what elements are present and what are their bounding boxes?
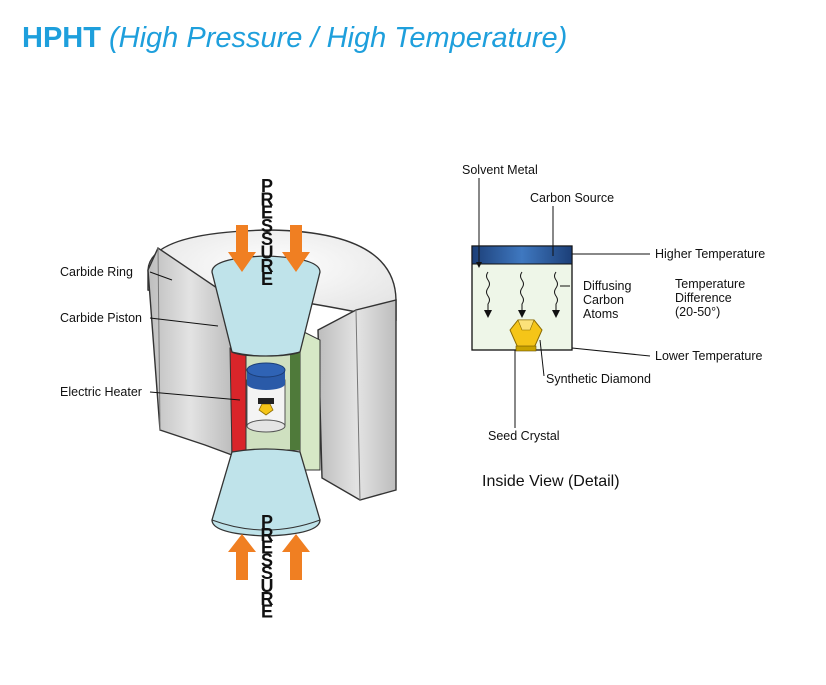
carbide-piston-label: Carbide Piston [60, 311, 142, 325]
electric-heater-label: Electric Heater [60, 385, 142, 399]
pressure-letter: E [261, 203, 273, 223]
solvent-metal-label: Solvent Metal [462, 163, 538, 177]
pressure-letter: S [261, 216, 273, 236]
carbon-source-layer [471, 245, 573, 265]
temp-diff-line1: Temperature [675, 277, 745, 291]
seed-crystal [515, 345, 537, 352]
pressure-letter: U [261, 576, 274, 596]
diffusing-label-line2: Carbon [583, 293, 624, 307]
synthetic-diamond-label: Synthetic Diamond [546, 372, 651, 386]
pressure-letter: R [261, 589, 274, 609]
pressure-arrows-top [228, 225, 310, 272]
pressure-letter: P [261, 176, 273, 196]
pressure-letter: S [261, 563, 273, 583]
seed-crystal-label: Seed Crystal [488, 429, 560, 443]
carbide-ring-right [317, 299, 397, 501]
pressure-letter: P [261, 512, 273, 532]
page-title: HPHT (High Pressure / High Temperature) [22, 22, 567, 55]
title-expansion: (High Pressure / High Temperature) [109, 22, 568, 54]
temp-diff-line3: (20-50°) [675, 305, 720, 319]
pressure-letter: S [261, 229, 273, 249]
lower-temperature-label: Lower Temperature [655, 349, 763, 363]
pressure-letter: R [261, 189, 274, 209]
pressure-letter: E [261, 602, 273, 622]
pressure-letter: S [261, 550, 273, 570]
heater-wall-red [229, 347, 247, 456]
temp-diff-line2: Difference [675, 291, 732, 305]
diffusing-carbon-arrows [486, 271, 558, 310]
pressure-letter: E [261, 269, 273, 289]
higher-temperature-label: Higher Temperature [655, 247, 765, 261]
carbon-source-label: Carbon Source [530, 191, 614, 205]
pressure-letter: E [261, 538, 273, 558]
diffusing-label-line1: Diffusing [583, 279, 631, 293]
title-acronym: HPHT [22, 22, 101, 54]
pressure-letter: R [261, 256, 274, 276]
pressure-letter: U [261, 243, 274, 263]
pressure-letter: R [261, 525, 274, 545]
inside-view-detail: Solvent Metal Carbon Source Higher Tempe… [462, 163, 765, 490]
diffusing-label-line3: Atoms [583, 307, 618, 321]
bottom-anvil [211, 448, 321, 537]
pressure-arrows-bottom [228, 534, 310, 580]
inside-view-caption: Inside View (Detail) [482, 473, 620, 490]
carbide-ring-label: Carbide Ring [60, 265, 133, 279]
